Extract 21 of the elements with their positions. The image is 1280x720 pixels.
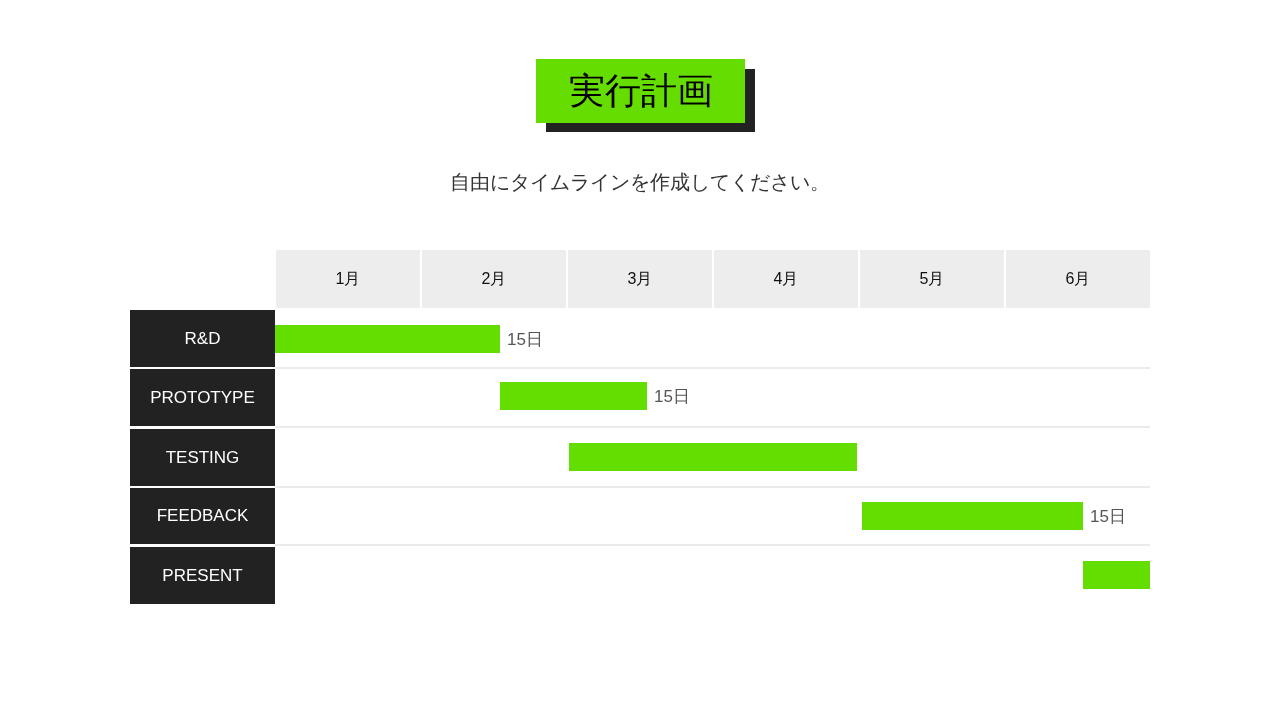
duration-label: 15日 [654,385,690,408]
title: 実行計画 [536,59,755,132]
row-header-cell: FEEDBACK [130,488,275,544]
month-header-cell: 6月 [1006,250,1150,308]
month-header-cell: 2月 [422,250,566,308]
row-header-cell: PRESENT [130,547,275,604]
duration-label: 15日 [507,328,543,351]
gantt-bar [500,382,647,410]
subtitle: 自由にタイムラインを作成してください。 [450,169,830,195]
row-header-cell: R&D [130,310,275,367]
gantt-bar [1083,561,1150,589]
gantt-bar [862,502,1083,530]
month-header-cell: 3月 [568,250,712,308]
month-header-cell: 5月 [860,250,1004,308]
gantt-bar [569,443,857,471]
month-header-cell: 1月 [276,250,420,308]
gantt-bar [275,325,500,353]
row-header-cell: TESTING [130,429,275,486]
row-header-cell: PROTOTYPE [130,369,275,426]
month-header-cell: 4月 [714,250,858,308]
duration-label: 15日 [1090,505,1126,528]
